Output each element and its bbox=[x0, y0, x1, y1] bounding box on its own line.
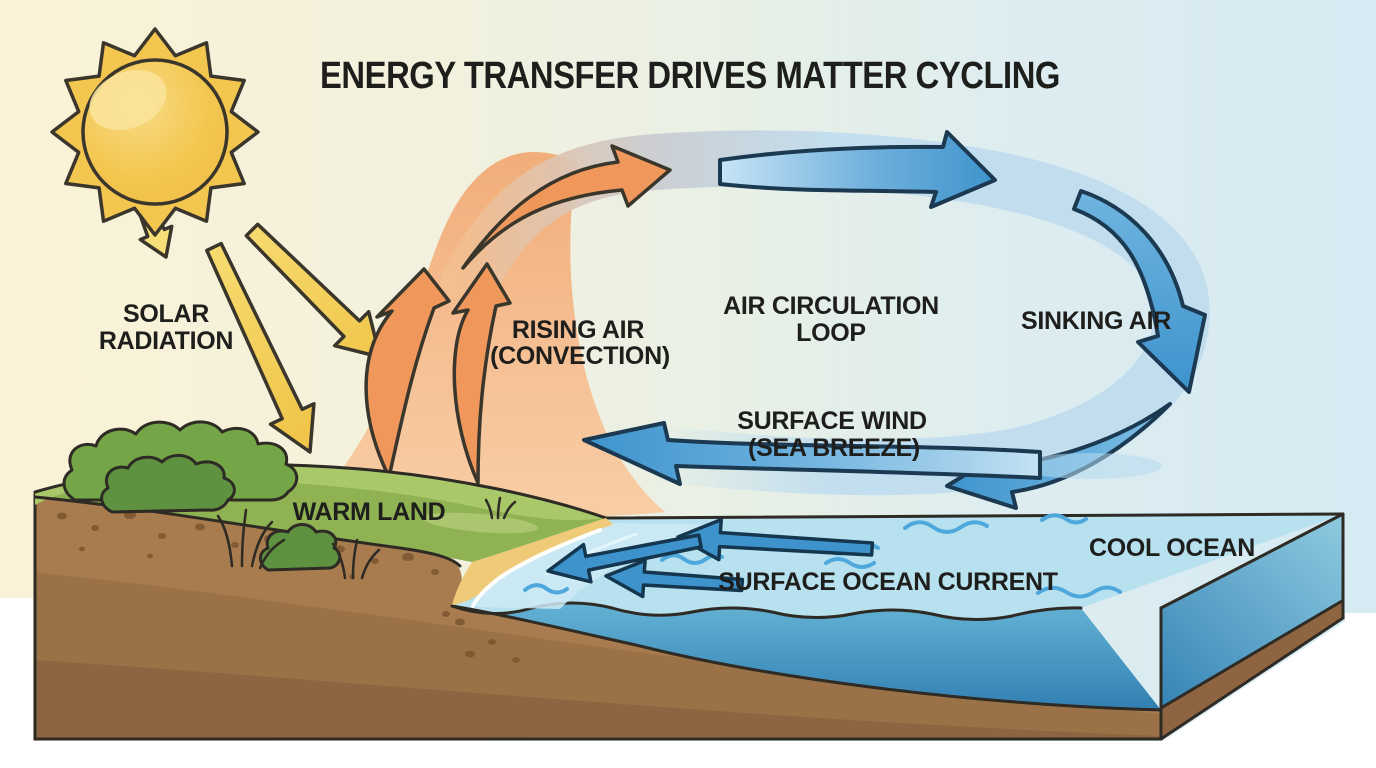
rising-arrow-right bbox=[451, 262, 512, 485]
label-rising-air-2: (CONVECTION) bbox=[490, 342, 670, 370]
soil-right-face bbox=[1161, 601, 1342, 739]
bush-front bbox=[100, 454, 236, 514]
sun-icon bbox=[50, 27, 260, 237]
diagram-labels: ENERGY TRANSFER DRIVES MATTER CYCLING SO… bbox=[99, 55, 1255, 596]
surface-current-arrows bbox=[546, 517, 875, 599]
grass-tuft-3 bbox=[484, 496, 517, 520]
current-arrow-top bbox=[676, 517, 875, 562]
current-arrow-mid bbox=[546, 533, 703, 584]
page-margins bbox=[0, 598, 1376, 768]
seabed-line bbox=[450, 604, 1163, 712]
label-solar-radiation-2: RADIATION bbox=[99, 327, 233, 355]
label-solar-radiation-1: SOLAR bbox=[123, 300, 209, 328]
soil-pebbles bbox=[57, 511, 520, 663]
ocean-right-face bbox=[1161, 514, 1342, 708]
circulation-blue-arrows bbox=[582, 130, 1207, 510]
loop-top-left-arrow bbox=[461, 144, 672, 270]
label-rising-air-1: RISING AIR bbox=[512, 316, 644, 344]
grass-tuft-2 bbox=[331, 538, 381, 580]
soil-bottom-layer bbox=[35, 660, 1161, 739]
rising-air-arrows bbox=[364, 144, 672, 485]
land-light-patch bbox=[422, 512, 538, 534]
grass-tuft-1 bbox=[216, 508, 286, 570]
label-surface-wind-2: (SEA BREEZE) bbox=[748, 434, 920, 462]
surface-wind-arrow bbox=[582, 421, 1042, 486]
diagram-title: ENERGY TRANSFER DRIVES MATTER CYCLING bbox=[320, 55, 1060, 97]
label-air-loop-1: AIR CIRCULATION bbox=[723, 292, 939, 320]
loop-top-arrow bbox=[718, 130, 997, 209]
surf-line-white bbox=[471, 528, 602, 608]
label-sinking-air: SINKING AIR bbox=[1021, 307, 1171, 335]
label-warm-land: WARM LAND bbox=[293, 498, 446, 526]
rising-arrow-left bbox=[364, 267, 451, 479]
sun-highlight bbox=[89, 70, 167, 130]
label-cool-ocean: COOL OCEAN bbox=[1089, 534, 1255, 562]
label-surface-wind-1: SURFACE WIND bbox=[737, 407, 926, 435]
label-air-loop-2: LOOP bbox=[796, 319, 866, 347]
current-arrow-bottom bbox=[604, 558, 745, 599]
ocean-front-face bbox=[452, 603, 1161, 710]
label-surface-ocean-current: SURFACE OCEAN CURRENT bbox=[718, 568, 1058, 596]
sinking-air-arrow bbox=[1072, 189, 1207, 394]
solar-ray-arrow-long bbox=[205, 241, 316, 454]
wind-band-wisp bbox=[1018, 453, 1162, 479]
solar-ray-arrow-mid bbox=[244, 222, 382, 359]
vegetation bbox=[62, 420, 517, 580]
